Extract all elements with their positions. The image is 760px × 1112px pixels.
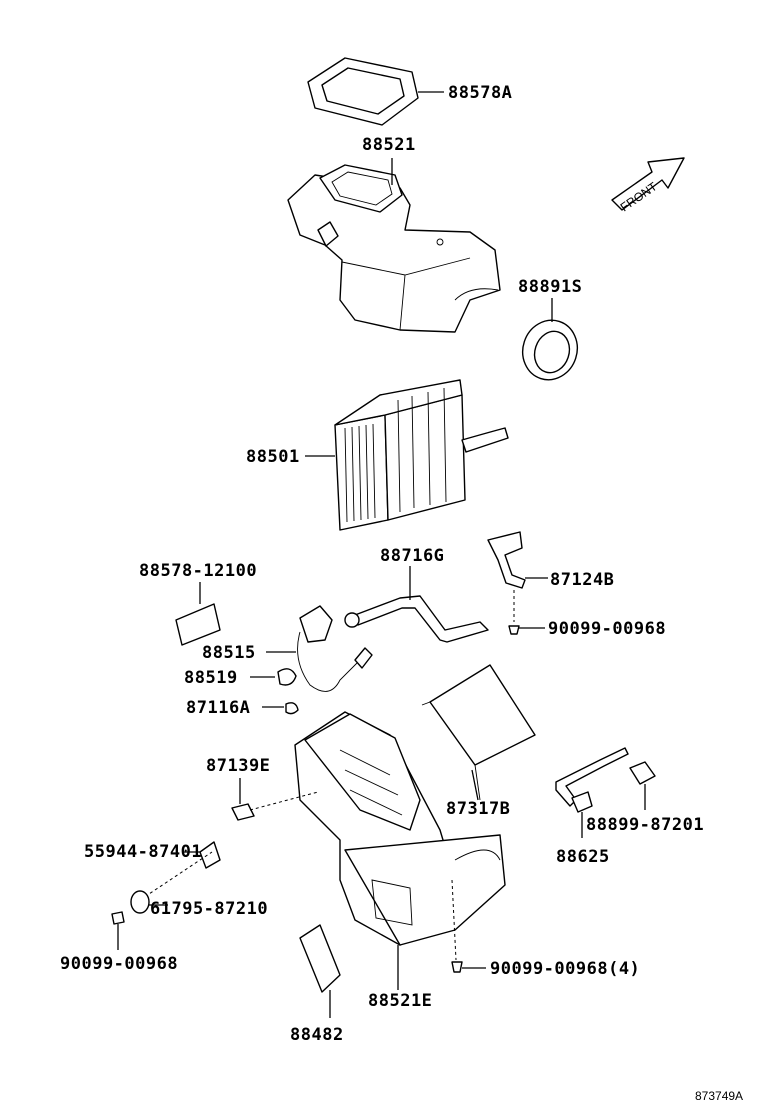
label-88578-12100: 88578-12100: [139, 561, 257, 581]
label-88716G: 88716G: [380, 546, 444, 566]
clamp-87116A-drawing: [262, 702, 299, 715]
upper-case-88521-drawing: [287, 158, 501, 333]
cover-88482-drawing: [299, 924, 341, 1018]
clip-88519-drawing: [250, 668, 297, 686]
label-90099-00968-lower: 90099-00968: [60, 954, 178, 974]
label-87116A: 87116A: [186, 698, 250, 718]
seal-88891S-drawing: [521, 298, 579, 381]
label-90099-00968-upper: 90099-00968: [548, 619, 666, 639]
filter-87317B-drawing: [421, 664, 536, 801]
label-87139E: 87139E: [206, 756, 270, 776]
evaporator-88501-drawing: [305, 379, 509, 531]
tube-88716G-drawing: [344, 566, 489, 643]
label-88625: 88625: [556, 847, 610, 867]
label-55944-87401: 55944-87401: [84, 842, 202, 862]
label-87124B: 87124B: [550, 570, 614, 590]
pad-88578-12100-drawing: [175, 582, 221, 646]
lever-55944-87401-drawing: [111, 841, 221, 950]
sensor-88625-drawing: [555, 747, 656, 838]
label-88578A: 88578A: [448, 83, 512, 103]
gasket-88578A-drawing: [307, 57, 444, 126]
label-88899-87201: 88899-87201: [586, 815, 704, 835]
damper-link-87139E-drawing: [231, 778, 319, 821]
label-90099-00968-4: 90099-00968(4): [490, 959, 640, 979]
label-88521E: 88521E: [368, 991, 432, 1011]
diagram-code: 873749A: [695, 1089, 743, 1103]
thermistor-88515-drawing: [266, 605, 373, 692]
lower-case-88521E-drawing: [294, 711, 506, 990]
label-61795-87210: 61795-87210: [150, 899, 268, 919]
label-88501: 88501: [246, 447, 300, 467]
label-88482: 88482: [290, 1025, 344, 1045]
label-88519: 88519: [184, 668, 238, 688]
bracket-87124B-drawing: [487, 531, 548, 635]
label-88515: 88515: [202, 643, 256, 663]
front-arrow-icon: [611, 157, 685, 211]
label-87317B: 87317B: [446, 799, 510, 819]
label-88891S: 88891S: [518, 277, 582, 297]
label-88521: 88521: [362, 135, 416, 155]
